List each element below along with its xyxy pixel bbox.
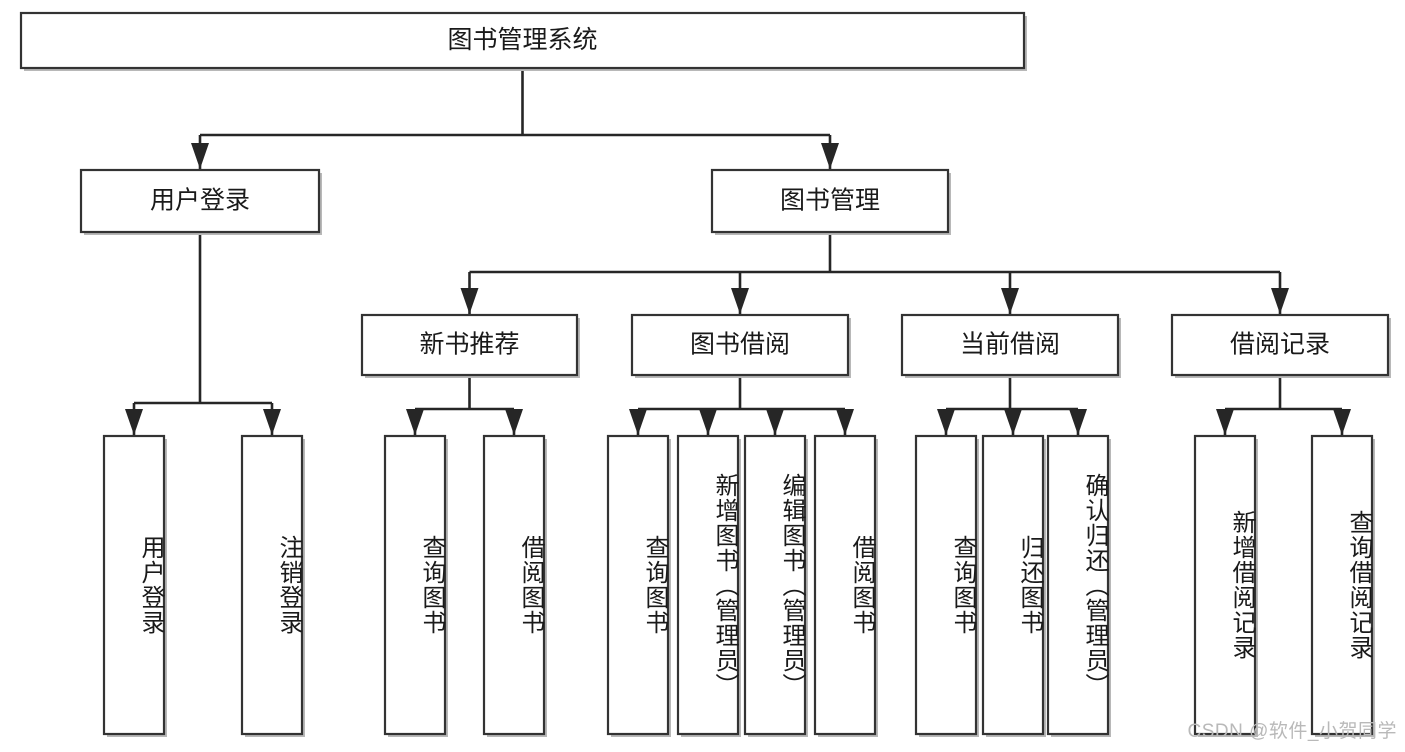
leaf-label-wrapper: 注销登录 xyxy=(275,535,302,635)
login-arrow-0 xyxy=(125,409,143,435)
node-leaf-bb-query[interactable]: 查询图书 xyxy=(606,434,671,737)
box-outline xyxy=(482,434,546,736)
l3-2-arrow-2 xyxy=(1069,409,1087,435)
leaf-label-wrapper: 编辑图书（管理员） xyxy=(778,472,805,698)
node-label: 借阅图书 xyxy=(848,535,875,635)
box-outline xyxy=(19,11,1026,70)
node-leaf-bb-edit[interactable]: 编辑图书（管理员） xyxy=(743,434,808,737)
node-leaf-nbr-query[interactable]: 查询图书 xyxy=(383,434,448,737)
mgmt-arrow-2 xyxy=(1001,288,1019,314)
box-outline xyxy=(1310,434,1374,736)
box-outline xyxy=(1046,434,1110,736)
node-label: 查询图书 xyxy=(949,535,976,635)
node-root-图书管理系统[interactable]: 图书管理系统 xyxy=(19,11,1027,71)
root-arrow-0 xyxy=(191,143,209,169)
node-level3-new-book-rec[interactable]: 新书推荐 xyxy=(360,313,580,378)
node-label: 新增借阅记录 xyxy=(1228,510,1255,660)
node-label: 借阅记录 xyxy=(1230,331,1330,359)
node-level3-book-borrow[interactable]: 图书借阅 xyxy=(630,313,851,378)
leaf-label-wrapper: 新增图书（管理员） xyxy=(711,472,738,698)
node-label: 用户登录 xyxy=(150,187,250,215)
l3-1-arrow-2 xyxy=(766,409,784,435)
leaf-label-wrapper: 用户登录 xyxy=(137,535,164,635)
node-label: 查询图书 xyxy=(641,535,668,635)
node-leaf-br-query[interactable]: 查询借阅记录 xyxy=(1310,434,1375,737)
leaf-label-wrapper: 归还图书 xyxy=(1016,535,1043,635)
box-outline xyxy=(743,434,807,736)
l3-1-arrow-1 xyxy=(699,409,717,435)
box-outline xyxy=(900,313,1120,377)
node-level3-current-borrow[interactable]: 当前借阅 xyxy=(900,313,1121,378)
node-label: 图书管理系统 xyxy=(447,26,597,54)
node-level3-borrow-record[interactable]: 借阅记录 xyxy=(1170,313,1391,378)
node-label: 图书借阅 xyxy=(690,331,790,359)
box-outline xyxy=(710,168,950,234)
box-outline xyxy=(813,434,877,736)
node-leaf-bb-add[interactable]: 新增图书（管理员） xyxy=(676,434,741,737)
node-label: 注销登录 xyxy=(275,535,302,635)
l3-1-arrow-0 xyxy=(629,409,647,435)
login-arrow-1 xyxy=(263,409,281,435)
node-leaf-user-login[interactable]: 用户登录 xyxy=(102,434,167,737)
mgmt-arrow-3 xyxy=(1271,288,1289,314)
node-leaf-br-add[interactable]: 新增借阅记录 xyxy=(1193,434,1258,737)
node-level2-图书管理[interactable]: 图书管理 xyxy=(710,168,951,235)
node-label: 图书管理 xyxy=(780,187,880,215)
leaf-label-wrapper: 新增借阅记录 xyxy=(1228,510,1255,660)
box-outline xyxy=(360,313,579,377)
l3-1-arrow-3 xyxy=(836,409,854,435)
node-label: 新增图书（管理员） xyxy=(711,472,738,698)
node-layer: 图书管理系统用户登录图书管理新书推荐图书借阅当前借阅借阅记录用户登录注销登录查询… xyxy=(19,11,1391,737)
box-outline xyxy=(1193,434,1257,736)
node-label: 新书推荐 xyxy=(419,331,519,359)
box-outline xyxy=(914,434,978,736)
l3-0-arrow-1 xyxy=(505,409,523,435)
node-leaf-bb-borrow[interactable]: 借阅图书 xyxy=(813,434,878,737)
node-leaf-cb-return[interactable]: 归还图书 xyxy=(981,434,1046,737)
mgmt-arrow-1 xyxy=(731,288,749,314)
box-outline xyxy=(606,434,670,736)
node-leaf-cb-confirm[interactable]: 确认归还（管理员） xyxy=(1046,434,1111,737)
node-label: 归还图书 xyxy=(1016,535,1043,635)
node-label: 确认归还（管理员） xyxy=(1081,472,1108,698)
box-outline xyxy=(102,434,166,736)
node-label: 查询借阅记录 xyxy=(1345,510,1372,660)
leaf-label-wrapper: 查询借阅记录 xyxy=(1345,510,1372,660)
node-leaf-user-logout[interactable]: 注销登录 xyxy=(240,434,305,737)
l3-3-arrow-1 xyxy=(1333,409,1351,435)
box-outline xyxy=(630,313,850,377)
box-outline xyxy=(383,434,447,736)
node-label: 借阅图书 xyxy=(517,535,544,635)
node-label: 查询图书 xyxy=(418,535,445,635)
box-outline xyxy=(79,168,321,234)
leaf-label-wrapper: 查询图书 xyxy=(418,535,445,635)
box-outline xyxy=(240,434,304,736)
box-outline xyxy=(1170,313,1390,377)
node-label: 编辑图书（管理员） xyxy=(778,472,805,698)
l3-2-arrow-1 xyxy=(1004,409,1022,435)
node-leaf-cb-query[interactable]: 查询图书 xyxy=(914,434,979,737)
l3-2-arrow-0 xyxy=(937,409,955,435)
connector-layer xyxy=(125,68,1351,435)
l3-3-arrow-0 xyxy=(1216,409,1234,435)
node-label: 当前借阅 xyxy=(960,331,1060,359)
box-outline xyxy=(676,434,740,736)
leaf-label-wrapper: 确认归还（管理员） xyxy=(1081,472,1108,698)
node-leaf-nbr-borrow[interactable]: 借阅图书 xyxy=(482,434,547,737)
root-arrow-1 xyxy=(821,143,839,169)
node-level2-用户登录[interactable]: 用户登录 xyxy=(79,168,322,235)
leaf-label-wrapper: 查询图书 xyxy=(641,535,668,635)
leaf-label-wrapper: 借阅图书 xyxy=(848,535,875,635)
box-outline xyxy=(981,434,1045,736)
mgmt-arrow-0 xyxy=(460,288,479,314)
l3-0-arrow-0 xyxy=(406,409,424,435)
node-label: 用户登录 xyxy=(137,535,164,635)
leaf-label-wrapper: 查询图书 xyxy=(949,535,976,635)
leaf-label-wrapper: 借阅图书 xyxy=(517,535,544,635)
